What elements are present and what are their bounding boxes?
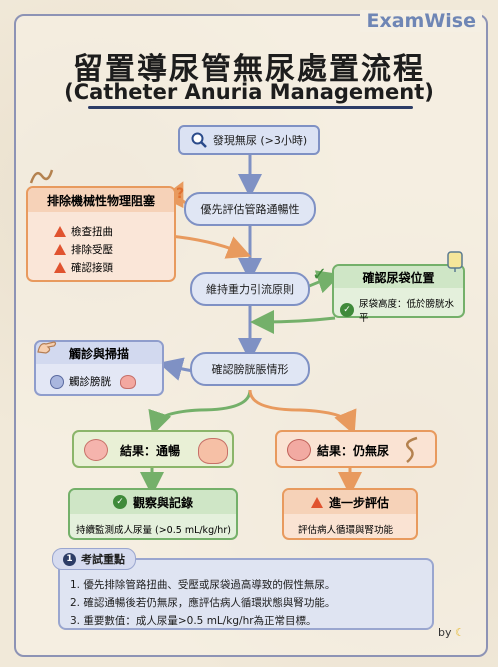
worried-bladder-icon xyxy=(287,439,311,461)
warning-icon xyxy=(54,226,66,237)
exam-point: 2. 確認通暢後若仍無尿，應評估病人循環狀態與腎功能。 xyxy=(70,597,336,609)
urine-flow-bladder-icon xyxy=(198,438,228,464)
exam-point: 3. 重要數值：成人尿量>0.5 mL/kg/hr為正常目標。 xyxy=(70,615,317,627)
further-assessment-title: 進一步評估 xyxy=(284,490,416,514)
happy-bladder-icon xyxy=(84,439,108,461)
palpation-title: 觸診與掃描 xyxy=(36,342,162,364)
result-anuria-label: 結果：仍無尿 xyxy=(317,444,390,458)
warning-icon xyxy=(310,496,323,508)
byline: by ☾ xyxy=(438,626,465,639)
step-bladder-distension: 確認膀胱脹情形 xyxy=(190,352,310,386)
exam-points-title: 考試重點 xyxy=(81,553,125,566)
warning-icon xyxy=(54,244,66,255)
title-underline xyxy=(88,106,413,109)
bag-position-panel: 確認尿袋位置 ✓尿袋高度：低於膀胱水平 xyxy=(332,264,465,324)
check-icon: ✓ xyxy=(340,303,354,317)
observe-record-title: ✓觀察與記錄 xyxy=(70,490,236,514)
search-icon xyxy=(191,132,207,148)
observe-record-panel: ✓觀察與記錄 持續監測成人尿量 (>0.5 mL/kg/hr) xyxy=(68,488,238,540)
palpation-item: 觸診膀胱 xyxy=(50,374,136,389)
step-gravity-drainage-label: 維持重力引流原則 xyxy=(206,283,294,296)
bladder-icon xyxy=(50,374,64,389)
urine-bag-icon xyxy=(446,250,464,272)
obstruction-item: 排除受壓 xyxy=(54,242,113,257)
step-assess-patency: 優先評估管路通暢性 xyxy=(184,192,316,226)
start-label: 發現無尿 (>3小時) xyxy=(212,134,308,147)
exam-points-box xyxy=(58,558,434,630)
palpation-panel: 觸診與掃描 觸診膀胱 xyxy=(34,340,164,396)
number-badge: 1 xyxy=(63,552,76,566)
bladder-icon xyxy=(120,374,136,389)
result-patent-node: 結果：通暢 xyxy=(72,430,234,468)
exam-point: 1. 優先排除管路扭曲、受壓或尿袋過高導致的假性無尿。 xyxy=(70,579,336,591)
step-bladder-distension-label: 確認膀胱脹情形 xyxy=(211,363,289,376)
catheter-tube-icon xyxy=(28,166,54,186)
result-anuria-node: 結果：仍無尿 xyxy=(275,430,437,468)
obstruction-item: 確認接頭 xyxy=(54,260,113,275)
checkmark-icon: ✓ xyxy=(312,264,328,285)
warning-icon xyxy=(54,262,66,273)
banana-icon: ☾ xyxy=(455,626,465,639)
question-mark: ? xyxy=(176,186,185,202)
hand-icon xyxy=(36,338,58,356)
observe-record-item: 持續監測成人尿量 (>0.5 mL/kg/hr) xyxy=(76,525,231,536)
check-icon: ✓ xyxy=(112,495,127,509)
step-gravity-drainage: 維持重力引流原則 xyxy=(190,272,310,306)
obstruction-title: 排除機械性物理阻塞 xyxy=(28,188,174,212)
obstruction-item: 檢查扭曲 xyxy=(54,224,113,239)
bag-position-title: 確認尿袋位置 xyxy=(334,266,463,288)
page-subtitle: (Catheter Anuria Management) xyxy=(64,80,434,104)
result-patent-label: 結果：通暢 xyxy=(120,444,181,458)
step-assess-patency-label: 優先評估管路通暢性 xyxy=(200,203,300,216)
bag-position-item: ✓尿袋高度：低於膀胱水平 xyxy=(340,296,463,324)
obstruction-panel: 排除機械性物理阻塞 檢查扭曲 排除受壓 確認接頭 xyxy=(26,186,176,282)
brand-logo: ExamWise xyxy=(360,10,482,32)
start-node: 發現無尿 (>3小時) xyxy=(178,125,320,155)
exam-points-tag: 1 考試重點 xyxy=(52,548,136,570)
catheter-icon xyxy=(403,436,423,464)
page-title: 留置導尿管無尿處置流程 xyxy=(73,52,425,87)
further-assessment-item: 評估病人循環與腎功能 xyxy=(298,525,394,536)
further-assessment-panel: 進一步評估 評估病人循環與腎功能 xyxy=(282,488,418,540)
